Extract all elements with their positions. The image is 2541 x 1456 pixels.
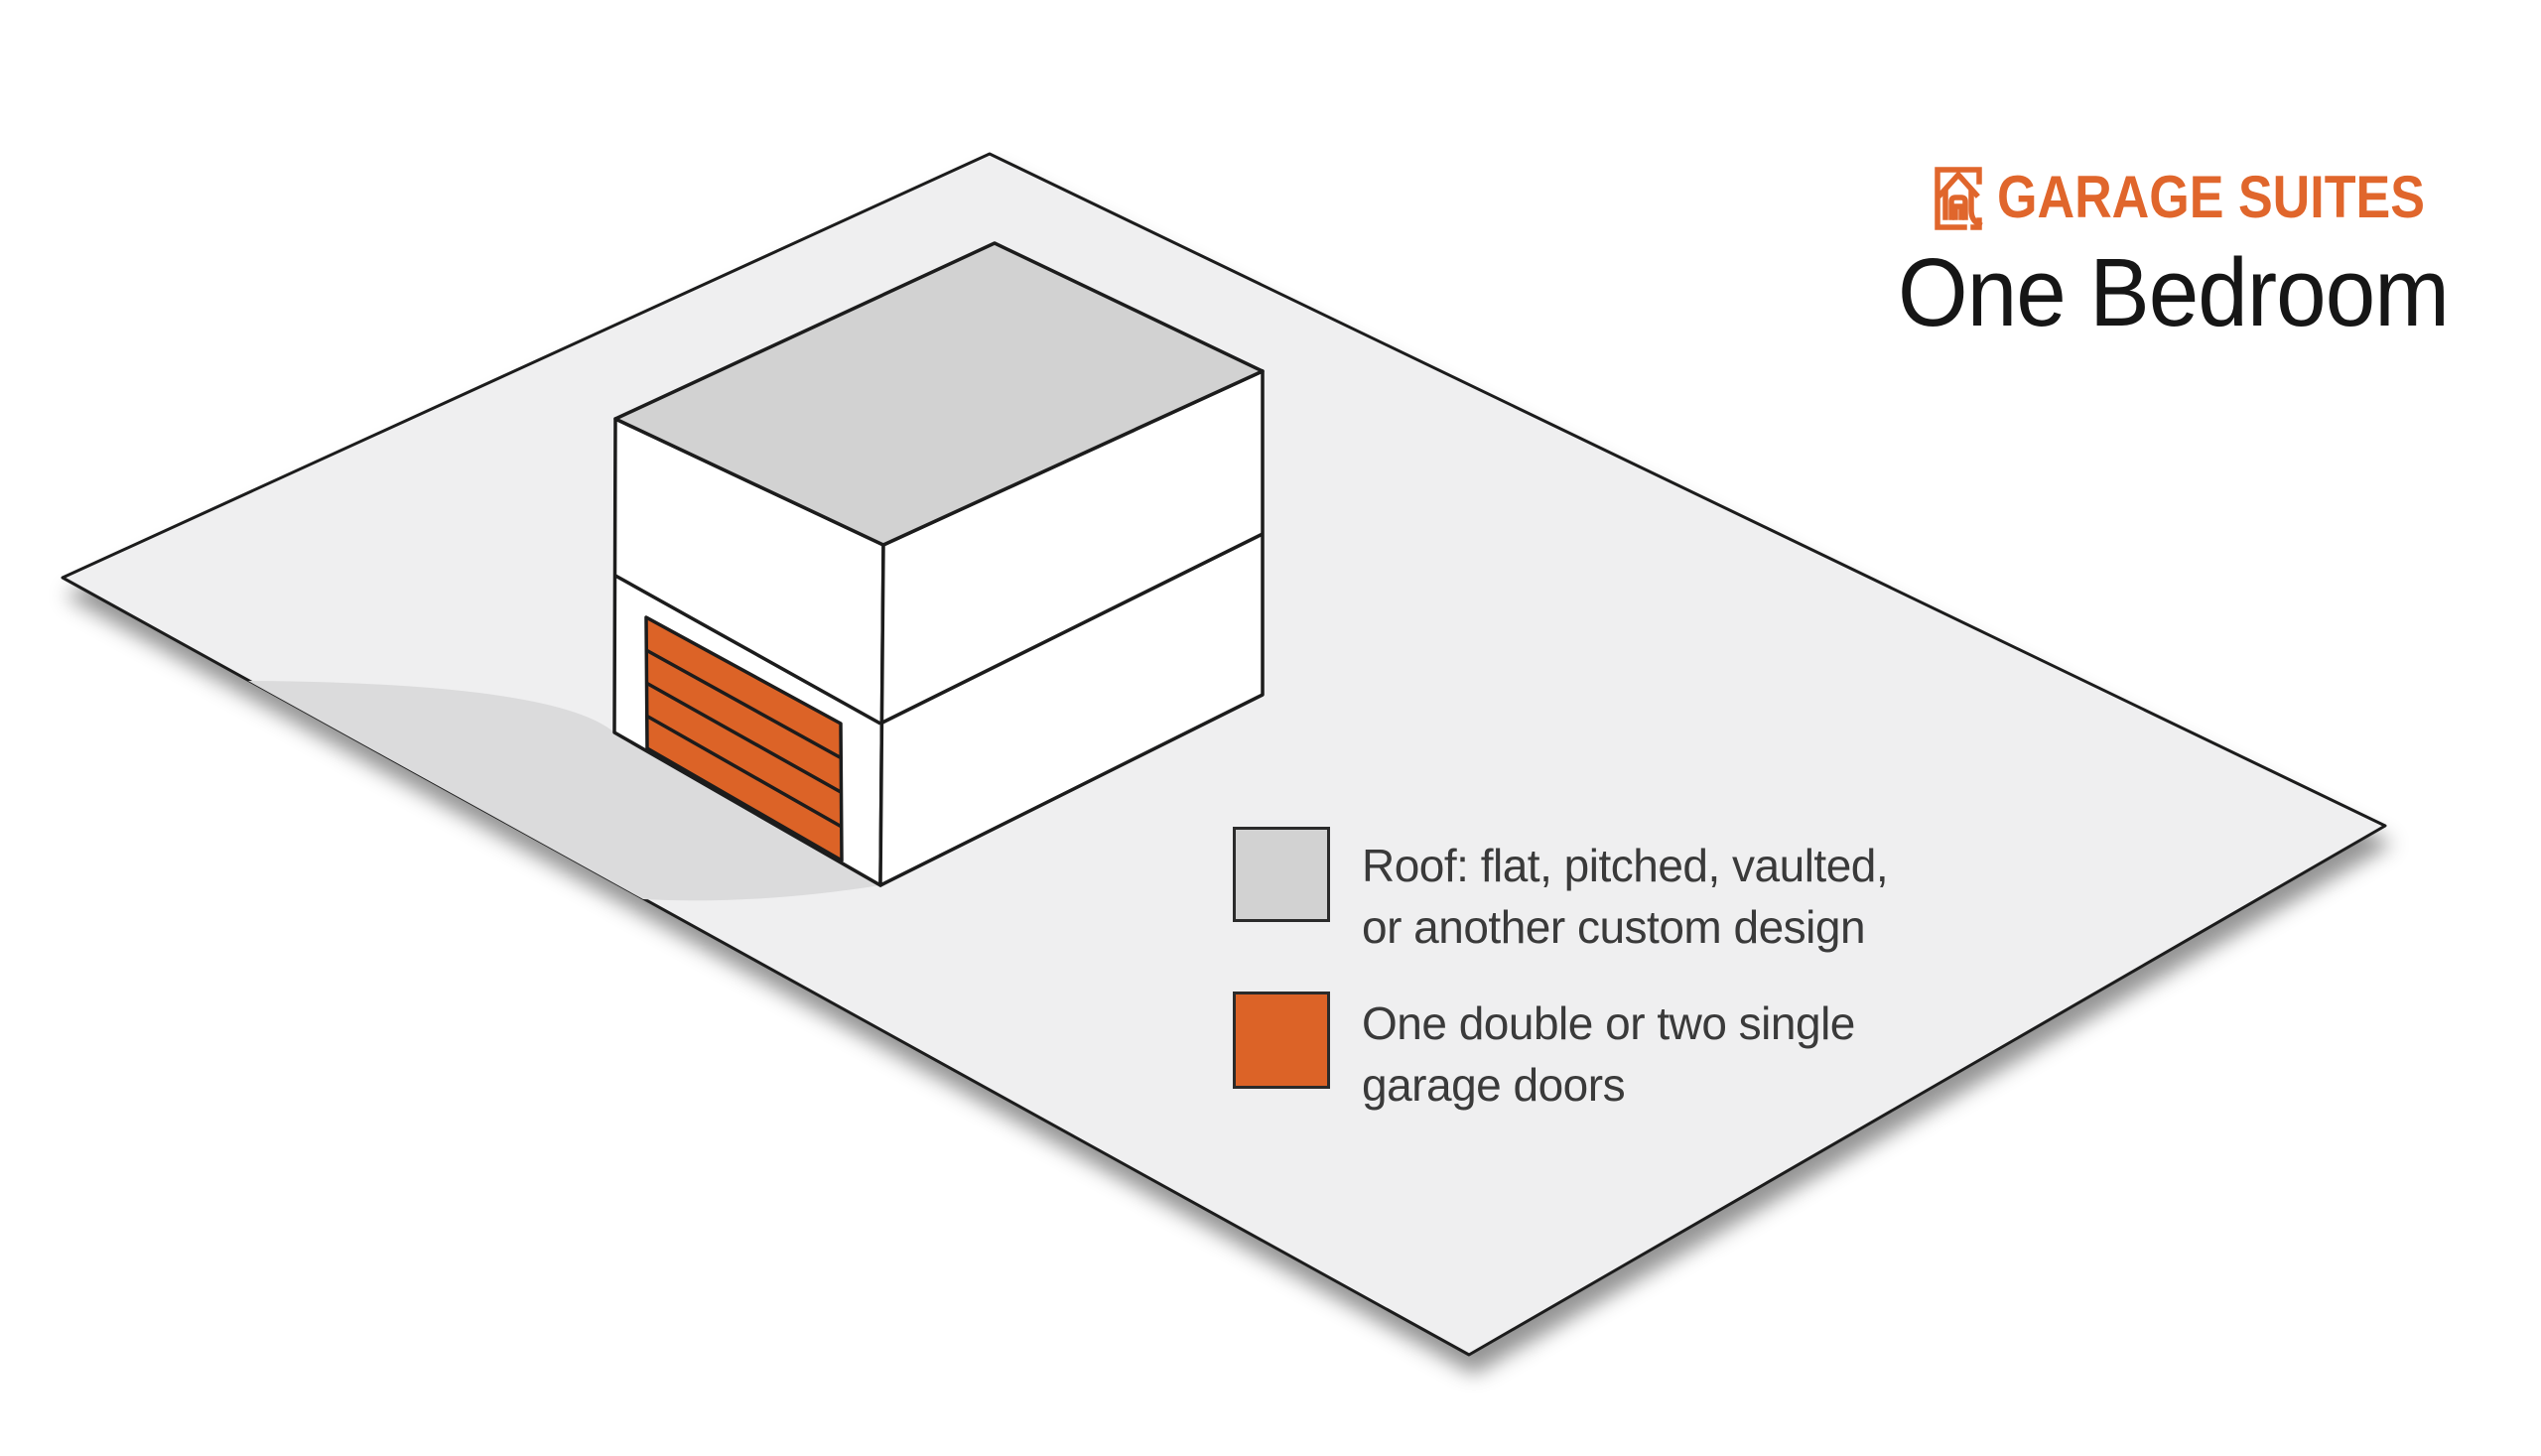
building-cast-shadow — [248, 681, 880, 901]
garage-house-icon — [1935, 167, 1983, 230]
building-roof — [613, 241, 1265, 547]
garage-door-panel-line — [645, 681, 842, 794]
garage-door-panel-line — [645, 648, 842, 760]
garage-door-panel-line — [645, 714, 842, 829]
header: GARAGE SUITES One Bedroom — [1898, 164, 2450, 346]
page-title: One Bedroom — [1898, 238, 2449, 346]
garage-door — [644, 615, 844, 862]
brand-wordmark: GARAGE SUITES — [1997, 164, 2425, 230]
left-wall-floor-line — [614, 574, 881, 726]
right-wall-floor-line — [879, 532, 1264, 726]
building — [612, 241, 1265, 887]
